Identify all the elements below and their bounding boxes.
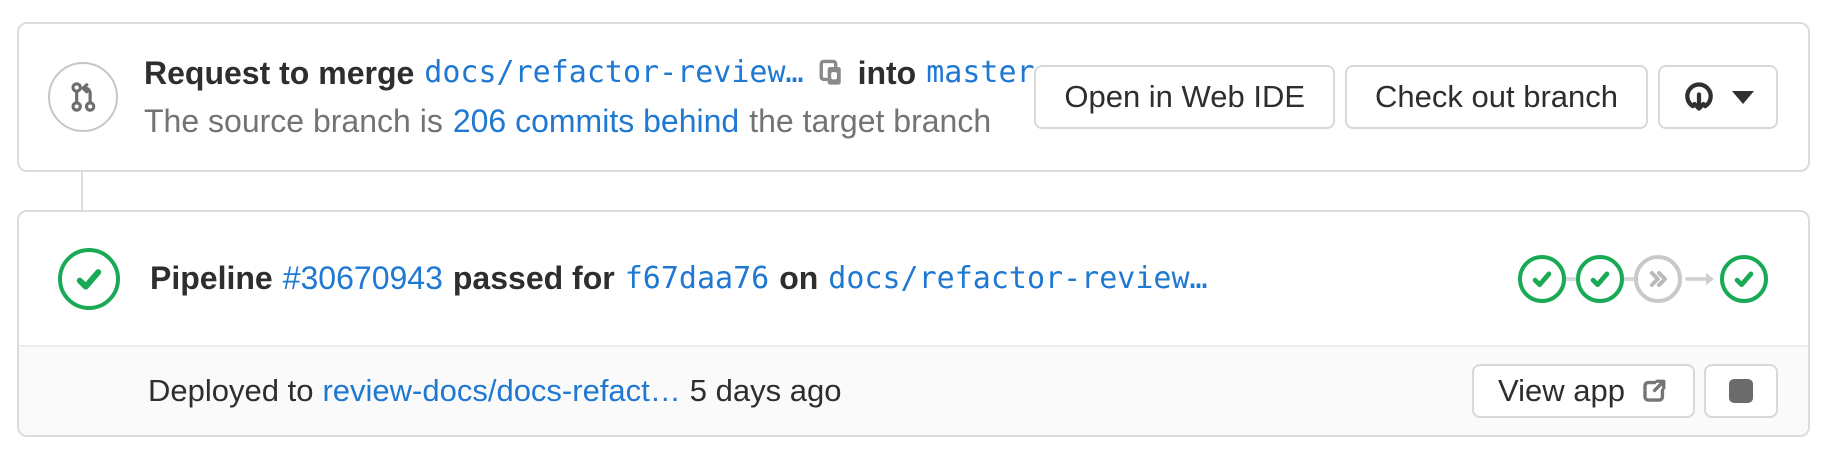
commit-sha-link[interactable]: f67daa76 [624,261,770,296]
pipeline-stage-stage-1-passed-icon[interactable] [1518,254,1566,303]
merge-request-card: Request to merge docs/refactor-review… i… [17,22,1810,172]
stop-icon [1729,379,1753,403]
card-connector-line [81,172,83,210]
commits-behind-link[interactable]: 206 commits behind [452,103,740,139]
deployment-row: Deployed to review-docs/docs-refact… 5 d… [19,345,1808,435]
merge-request-text: Request to merge docs/refactor-review… i… [144,53,1035,141]
pipeline-text-line: Pipeline #30670943 passed for f67daa76 o… [150,260,1518,297]
view-app-label: View app [1498,373,1625,408]
merge-request-actions: Open in Web IDE Check out branch [1034,65,1778,129]
pipeline-stage-stage-3-skipped-icon[interactable] [1634,254,1682,303]
stage-connector-line [1624,276,1634,281]
view-app-button[interactable]: View app [1472,364,1695,418]
pipeline-card: Pipeline #30670943 passed for f67daa76 o… [17,210,1810,437]
stage-connector-arrow-icon [1685,269,1717,289]
pipeline-status-passed-icon[interactable] [58,247,120,310]
pipeline-mini-graph [1518,254,1768,303]
target-branch-link[interactable]: master [926,55,1035,91]
deployment-time-ago: 5 days ago [689,373,842,408]
external-link-icon [1639,376,1669,406]
pipeline-stage-stage-2-passed-icon[interactable] [1576,254,1624,303]
pipeline-row: Pipeline #30670943 passed for f67daa76 o… [19,212,1808,345]
deployed-to-label: Deployed to [148,373,314,408]
branch-status-prefix: The source branch is [144,103,443,139]
pipeline-status-phrase: passed for [452,260,615,296]
source-branch-link[interactable]: docs/refactor-review… [424,55,804,91]
environment-link[interactable]: review-docs/docs-refact… [322,373,681,408]
merge-request-title-line: Request to merge docs/refactor-review… i… [144,53,1035,93]
pipeline-stage-stage-4-passed-icon[interactable] [1720,254,1768,303]
pipeline-branch-link[interactable]: docs/refactor-review… [828,261,1208,296]
caret-down-icon [1732,90,1754,104]
pipeline-id-link[interactable]: #30670943 [282,260,443,296]
pipeline-on-label: on [779,260,819,296]
download-dropdown-button[interactable] [1658,65,1778,129]
open-in-web-ide-button[interactable]: Open in Web IDE [1034,65,1336,129]
check-out-branch-button[interactable]: Check out branch [1345,65,1648,129]
pipeline-label: Pipeline [150,260,273,296]
branch-status-line: The source branch is 206 commits behind … [144,101,1034,141]
stage-connector-line [1566,276,1576,281]
into-label: into [857,55,917,91]
copy-branch-name-icon[interactable] [816,58,846,88]
merge-request-widget: Request to merge docs/refactor-review… i… [17,22,1810,437]
merge-request-icon [48,62,118,132]
request-to-merge-label: Request to merge [144,55,415,91]
cloud-download-icon [1682,80,1716,114]
stop-environment-button[interactable] [1704,364,1778,418]
branch-status-suffix: the target branch [749,103,992,139]
